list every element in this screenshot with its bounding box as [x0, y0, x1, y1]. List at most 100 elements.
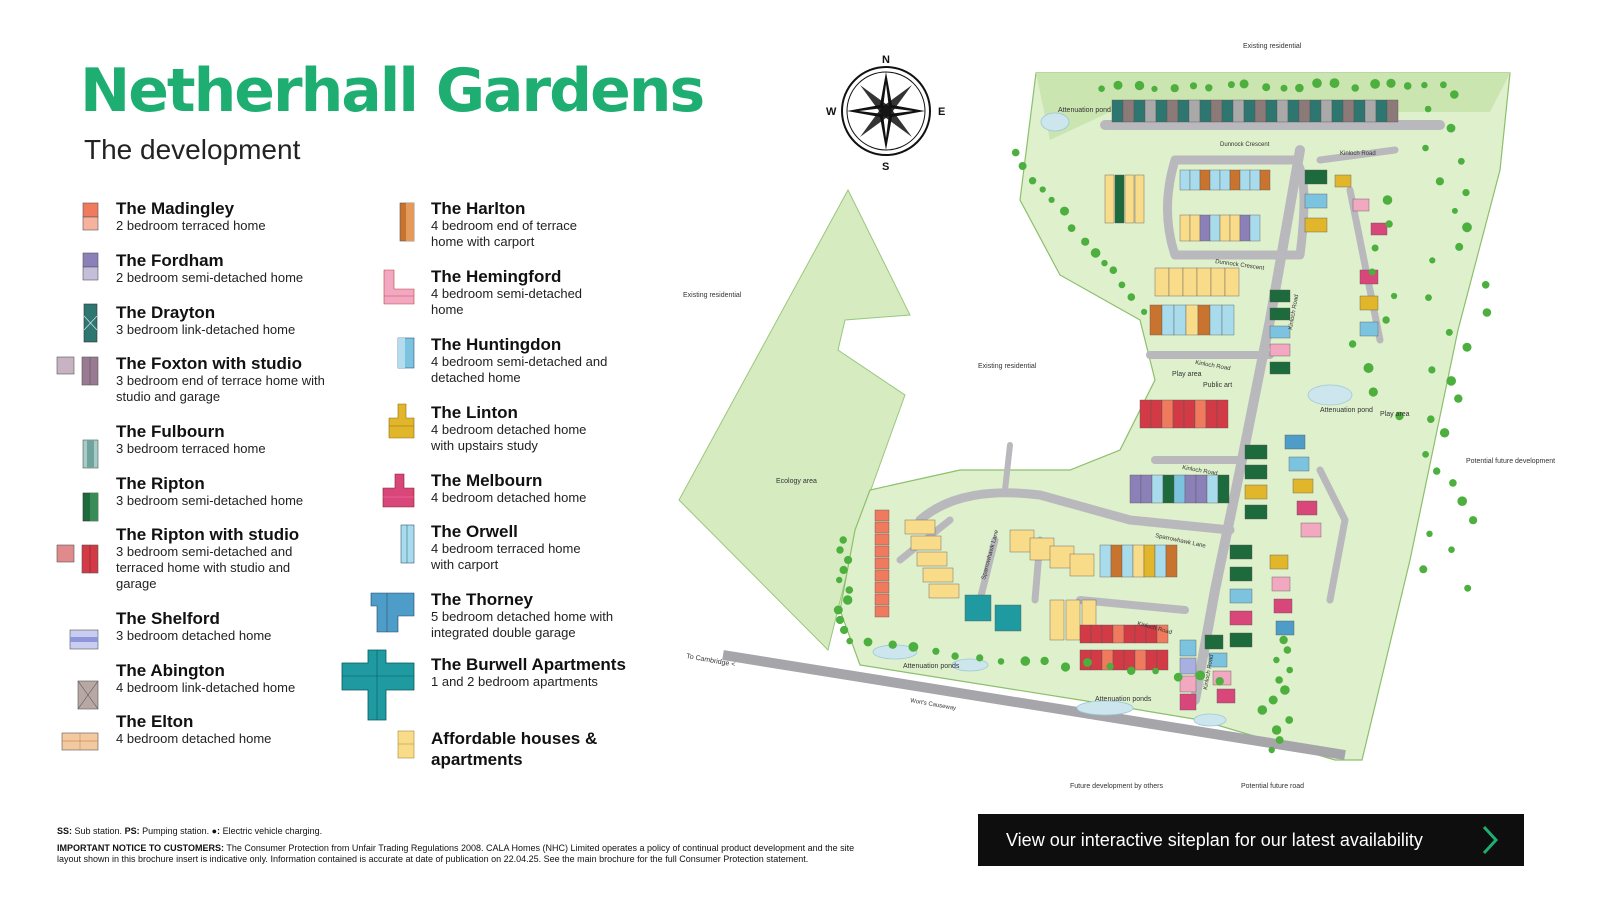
house-plot	[1221, 304, 1235, 336]
tree-icon	[1280, 84, 1288, 92]
tree-icon	[1451, 207, 1458, 214]
legend-name: The Thorney	[431, 590, 534, 609]
legend-name: The Fulbourn	[116, 422, 225, 441]
house-plot	[1199, 99, 1212, 123]
tree-icon	[1368, 387, 1378, 397]
house-plot	[1296, 500, 1318, 516]
house-plot	[1065, 599, 1081, 641]
house-plot	[1081, 599, 1097, 641]
huntingdon-swatch-icon	[397, 337, 415, 369]
tree-icon	[1446, 123, 1456, 133]
tree-icon	[1448, 546, 1455, 553]
house-plot	[1177, 99, 1190, 123]
house-plot	[1210, 267, 1226, 297]
house-plot	[1304, 217, 1328, 233]
road-kinloch-road-2: Kinloch Road	[1182, 465, 1218, 477]
key-ev: ●:	[211, 826, 221, 836]
house-plot	[1244, 444, 1268, 460]
tree-icon	[1371, 244, 1379, 252]
legend-item-ripton: The Ripton 3 bedroom semi-detached home	[116, 474, 303, 509]
trees	[833, 78, 1492, 754]
compass-n: N	[882, 54, 890, 66]
interactive-siteplan-button[interactable]: View our interactive siteplan for our la…	[978, 814, 1524, 866]
house-plot	[1243, 99, 1256, 123]
legend-item-harlton: The Harlton 4 bedroom end of terrace hom…	[431, 199, 601, 250]
drayton-swatch-icon	[83, 303, 98, 343]
house-plot	[1298, 99, 1311, 123]
house-plot	[874, 557, 890, 570]
footer-key: SS: Sub station. PS: Pumping station. ●:…	[57, 826, 857, 837]
harlton-swatch-icon	[399, 202, 415, 242]
tree-icon	[1279, 635, 1288, 645]
house-plot	[1276, 99, 1289, 123]
tree-icon	[1127, 666, 1136, 675]
house-plot	[874, 533, 890, 546]
house-plot	[1172, 399, 1185, 429]
house-plot	[874, 581, 890, 594]
house-plot	[1179, 657, 1197, 675]
tree-icon	[1454, 394, 1463, 403]
house-plot	[1269, 289, 1291, 303]
house-plot	[1352, 198, 1370, 212]
legend-name: The Foxton with studio	[116, 354, 303, 373]
house-plot	[1199, 214, 1211, 242]
tree-icon	[846, 637, 853, 645]
house-plot	[1239, 169, 1251, 191]
house-plot	[1154, 267, 1170, 297]
tree-icon	[840, 625, 849, 635]
legend-name: The Ripton with studio	[116, 525, 300, 544]
affordable-swatch-icon	[397, 730, 415, 759]
house-plot	[1229, 544, 1253, 560]
house-plot	[1232, 99, 1245, 123]
key-ps: PS:	[124, 826, 140, 836]
tree-icon	[1285, 716, 1294, 724]
house-plot	[1209, 169, 1221, 191]
tree-icon	[1457, 157, 1465, 165]
house-plot	[1254, 99, 1267, 123]
tree-icon	[1060, 662, 1071, 672]
tree-icon	[951, 652, 959, 660]
house-plot	[1195, 474, 1208, 504]
house-plot	[1179, 214, 1191, 242]
tree-icon	[1257, 705, 1268, 715]
legend-name: The Harlton	[431, 199, 526, 218]
house-plot	[1134, 649, 1147, 671]
tree-icon	[836, 546, 844, 554]
legend-desc: 4 bedroom semi-detached and detached hom…	[431, 354, 608, 385]
label-future-development-by-others: Future development by others	[1070, 783, 1163, 790]
house-plot	[1161, 304, 1175, 336]
house-plot	[874, 509, 890, 522]
tree-icon	[1469, 516, 1478, 525]
legend-name: The Orwell	[431, 522, 518, 541]
tree-icon	[1151, 85, 1158, 92]
compass-rose-icon: N S E W	[826, 54, 945, 173]
tree-icon	[1018, 162, 1027, 170]
tree-icon	[1425, 294, 1432, 301]
house-plot	[1179, 693, 1197, 711]
road-dunnock-crescent-mid: Dunnock Crescent	[1215, 259, 1265, 272]
label-play-area-right: Play area	[1380, 411, 1410, 418]
house-plot	[874, 521, 890, 534]
legend-desc: 3 bedroom link-detached home	[116, 322, 296, 337]
label-attenuation-ponds-bottom-right: Attenuation ponds	[1095, 696, 1152, 703]
tree-icon	[1462, 342, 1472, 352]
tree-icon	[976, 654, 984, 662]
tree-icon	[1152, 667, 1159, 675]
road-kinloch-road-5: Kinloch Road	[1203, 654, 1215, 690]
legend-desc: 4 bedroom detached home	[431, 490, 587, 505]
legend-desc: 3 bedroom terraced home	[116, 441, 266, 456]
house-plot	[874, 569, 890, 582]
house-plot	[1162, 474, 1175, 504]
legend-item-linton: The Linton 4 bedroom detached home with …	[431, 403, 601, 454]
housing-blocks	[874, 99, 1399, 711]
legend-item-ripton-with-studio: The Ripton with studio 3 bedroom semi-de…	[116, 525, 316, 592]
house-plot	[1123, 649, 1136, 671]
house-plot	[1112, 649, 1125, 671]
hemingford-swatch-icon	[383, 269, 415, 305]
key-ev-text: Electric vehicle charging.	[220, 826, 323, 836]
tree-icon	[1127, 293, 1136, 301]
house-plot	[1079, 624, 1092, 644]
house-plot	[1210, 99, 1223, 123]
house-plot	[1101, 649, 1114, 671]
legend-desc: 4 bedroom detached home with upstairs st…	[431, 422, 587, 453]
